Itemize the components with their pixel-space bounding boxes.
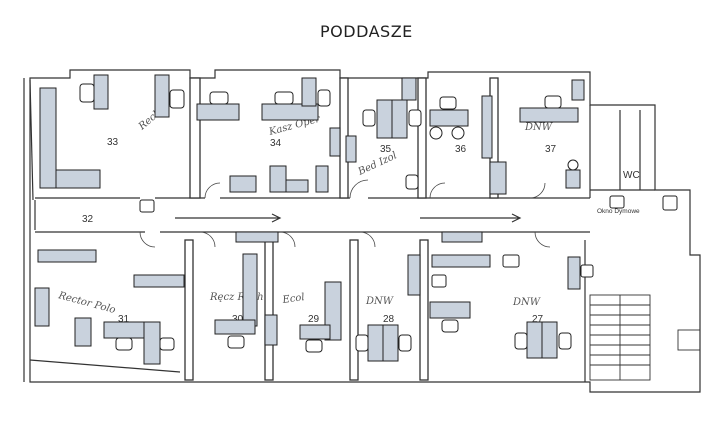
room-36-furniture: [429, 95, 507, 195]
room-27-furniture: [429, 254, 581, 359]
staircase: [589, 294, 701, 381]
note-room-35: Bed Izol: [356, 150, 399, 178]
room-35-furniture: [345, 77, 422, 190]
room-31-label: 31: [118, 314, 130, 325]
room-28-label: 28: [383, 314, 395, 325]
room-29-label: 29: [308, 314, 320, 325]
top-partitions: [189, 77, 655, 199]
door-swings: [139, 179, 551, 248]
corridor-walls: [34, 197, 590, 233]
floor-title: PODDASZE: [320, 22, 413, 41]
note-room-30: Ręcz Ruch: [209, 292, 264, 303]
note-room-29: Ecol: [281, 292, 305, 306]
note-room-31: Rector Polo: [56, 290, 116, 316]
room-34-furniture: [196, 77, 341, 193]
pipe-label: Okno Dymowe: [597, 208, 640, 215]
room-33-label: 33: [107, 137, 119, 148]
room-29-furniture: [299, 281, 342, 353]
room-37-label: 37: [545, 144, 557, 155]
room-28-furniture: [355, 254, 421, 362]
room-36-label: 36: [455, 144, 467, 155]
room-37-furniture: [139, 79, 678, 213]
note-room-27: DNW: [512, 297, 541, 308]
corridor-signs: [235, 231, 594, 278]
room-31-furniture: [34, 249, 185, 365]
room-32-label: 32: [82, 214, 94, 225]
note-room-28: DNW: [365, 296, 394, 307]
note-room-37: DNW: [524, 122, 553, 133]
outer-walls: [23, 69, 701, 393]
room-33-furniture: [39, 74, 185, 189]
room-35-label: 35: [380, 144, 392, 155]
room-27-label: 27: [532, 314, 544, 325]
bottom-partitions: [29, 239, 586, 382]
wc-label: WC: [623, 170, 640, 181]
room-34-label: 34: [270, 138, 282, 149]
room-30-furniture: [214, 253, 278, 349]
